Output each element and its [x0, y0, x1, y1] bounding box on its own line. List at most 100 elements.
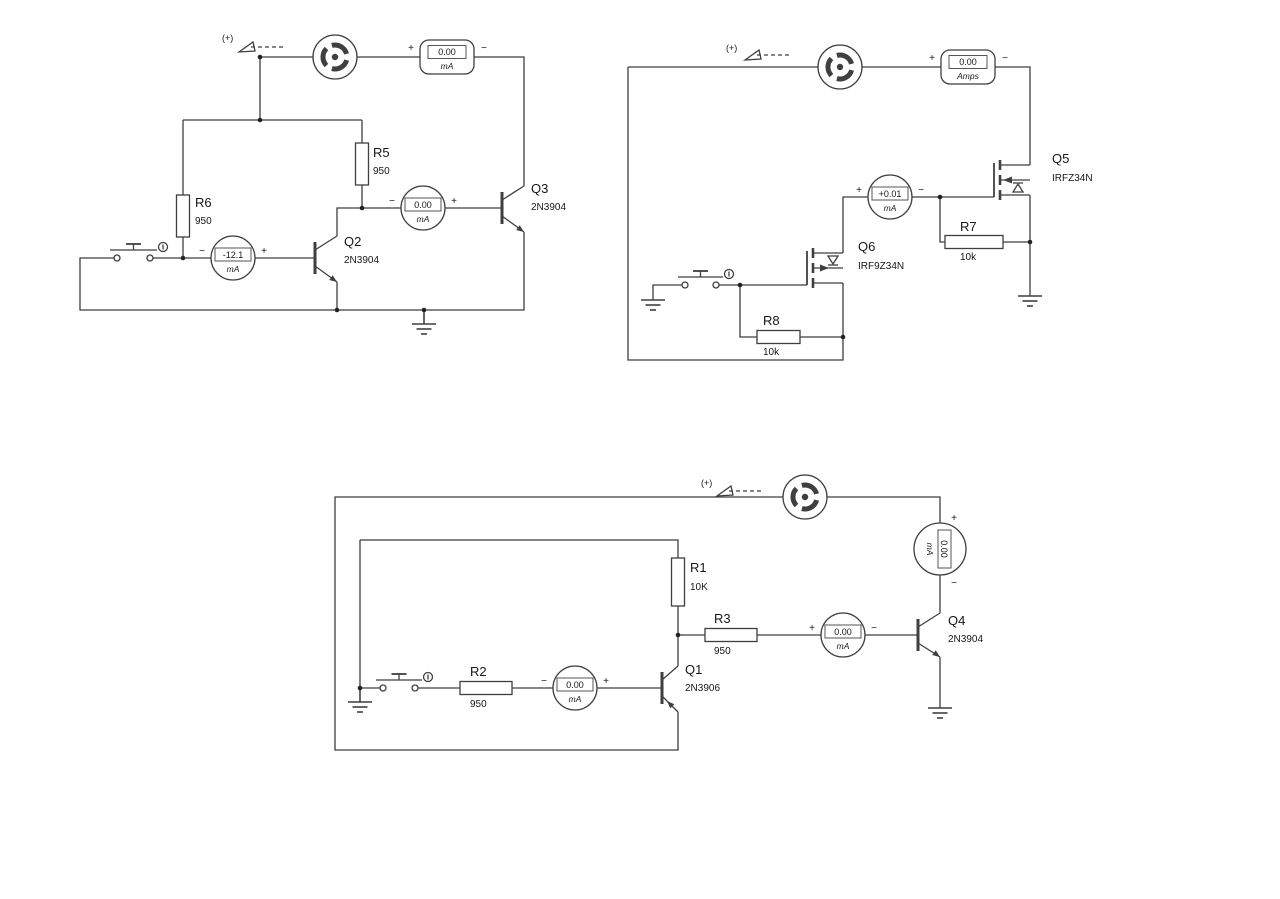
motor-shaft [836, 63, 844, 71]
c3-ground-q4[interactable] [928, 707, 952, 719]
c1-supply-ammeter[interactable]: 0.00 mA + − [408, 39, 487, 75]
c1-base-ammeter[interactable]: -12.1 mA − + [199, 235, 267, 281]
wire [652, 284, 682, 300]
c1-transistor-q3[interactable]: Q3 2N3904 [445, 181, 566, 233]
c1-pushbutton[interactable] [110, 241, 169, 262]
c2-mosfet-q5[interactable]: Q5 IRFZ34N [993, 151, 1093, 200]
c3-motor[interactable] [782, 474, 828, 520]
button-terminal [712, 281, 720, 289]
c3-q1-base-ammeter[interactable]: 0.00 mA − + [541, 665, 609, 711]
c2-pushbutton[interactable] [678, 268, 735, 289]
supply-label: (+) [701, 478, 712, 488]
c3-power-supply[interactable]: (+) [701, 478, 764, 497]
mosfet-body-diode-icon [1011, 182, 1025, 193]
resistor-body [354, 142, 370, 186]
motor-shaft [801, 493, 809, 501]
c3-transistor-q4[interactable]: Q4 2N3904 [865, 612, 983, 658]
c2-mosfet-q6[interactable]: Q6 IRF9Z34N [806, 239, 904, 288]
meter-display [214, 247, 252, 262]
transistor-emitter-arrow [932, 650, 940, 657]
motor-rotor-arc [331, 42, 350, 55]
c1-transistor-q2[interactable]: Q2 2N3904 [255, 234, 379, 283]
c2-power-supply[interactable]: (+) [726, 43, 792, 61]
motor-rotor-arc [836, 69, 855, 82]
c2-motor[interactable] [817, 44, 863, 90]
junction-dot [180, 255, 186, 261]
meter-unit: Amps [956, 71, 979, 81]
c3-resistor-r2[interactable]: R2 950 [459, 664, 513, 710]
junction-dot [737, 282, 743, 288]
button-terminal [379, 684, 387, 692]
c1-resistor-r6[interactable]: R6 950 [175, 194, 213, 238]
mosfet-body-arrow [820, 264, 829, 272]
junction-dot [357, 685, 363, 691]
meter-unit: mA [569, 694, 582, 704]
resistor-body [944, 234, 1004, 250]
meter-sign-minus: − [918, 185, 924, 196]
motor-shaft [331, 53, 339, 61]
meter-sign-minus: − [481, 43, 487, 54]
meter-value: -12.1 [223, 250, 244, 260]
meter-display [427, 45, 467, 59]
button-terminal [681, 281, 689, 289]
resistor-body [670, 557, 686, 607]
button-terminal [411, 684, 419, 692]
c3-ground-button[interactable] [348, 688, 372, 713]
junction-dot [359, 205, 365, 211]
supply-label: (+) [726, 43, 737, 53]
wire [627, 67, 844, 361]
meter-display [404, 197, 442, 212]
resistor-value: 950 [470, 699, 487, 710]
button-terminal [146, 254, 154, 262]
c2-resistor-r7[interactable]: R7 10k [944, 219, 1004, 263]
meter-sign-plus: + [603, 676, 609, 687]
c1-drive-ammeter[interactable]: 0.00 mA − + [389, 185, 457, 231]
resistor-body [756, 329, 801, 345]
transistor-emitter-arrow [329, 275, 337, 282]
motor-rotor-arc [320, 46, 329, 68]
c2-ground-button[interactable] [641, 299, 665, 311]
mosfet-body-diode-icon [826, 255, 840, 266]
c2-gate-ammeter[interactable]: +0.01 mA + − [856, 174, 924, 220]
resistor-body [704, 627, 758, 643]
meter-sign-minus: − [1002, 53, 1008, 64]
c1-ground[interactable] [412, 310, 436, 335]
junction-dot [1027, 239, 1033, 245]
c2-supply-ammeter[interactable]: 0.00 Amps + − [929, 49, 1008, 85]
c3-transistor-q1[interactable]: Q1 2N3906 [597, 662, 720, 713]
meter-unit: mA [925, 543, 935, 556]
meter-value: 0.00 [834, 627, 852, 637]
wire [474, 56, 525, 186]
c1-motor[interactable] [312, 34, 358, 80]
resistor-body [175, 194, 191, 238]
wire [939, 197, 945, 243]
c3-pushbutton[interactable] [376, 671, 434, 692]
button-terminal [113, 254, 121, 262]
c2-resistor-r8[interactable]: R8 10k [756, 313, 801, 358]
junction-dot [937, 194, 943, 200]
motor-rotor-arc [801, 482, 820, 495]
transistor-emitter-arrow [667, 701, 675, 709]
wire [739, 285, 757, 338]
meter-value: +0.01 [879, 189, 902, 199]
transistor-ref: Q4 [948, 613, 965, 628]
transistor-part: 2N3904 [531, 202, 566, 213]
resistor-value: 10K [690, 582, 708, 593]
meter-value: 0.00 [414, 200, 432, 210]
resistor-value: 950 [714, 646, 731, 657]
c3-collector-ammeter[interactable]: 0.00 mA + − [913, 513, 967, 589]
motor-rotor-arc [825, 56, 834, 78]
c1-power-supply[interactable]: (+) [222, 33, 286, 53]
motor-rotor-arc [331, 59, 350, 72]
meter-sign-plus: + [451, 196, 457, 207]
transistor-part: 2N3904 [344, 255, 379, 266]
c3-q4-base-ammeter[interactable]: 0.00 mA + − [809, 612, 877, 658]
c1-resistor-r5[interactable]: R5 950 [354, 142, 391, 186]
c3-resistor-r3[interactable]: R3 950 [704, 611, 758, 657]
c3-resistor-r1[interactable]: R1 10K [670, 557, 709, 607]
junction-dot [840, 334, 846, 340]
transistor-ref: Q2 [344, 234, 361, 249]
c2-ground-source[interactable] [1018, 295, 1042, 307]
resistor-ref: R5 [373, 145, 390, 160]
